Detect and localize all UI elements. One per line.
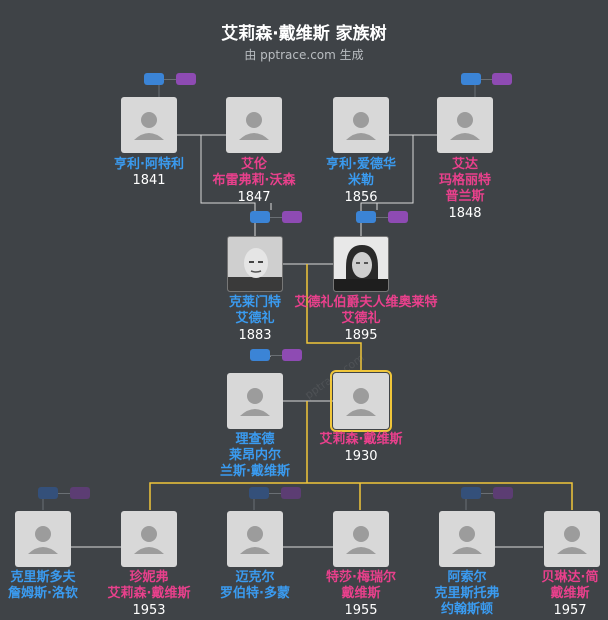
person-name: 玛格丽特 [438,173,491,188]
parents-link-pill[interactable] [282,349,302,361]
person-placeholder-icon [544,511,600,567]
parents-link-pill[interactable] [281,487,301,499]
person-name: 戴维斯 [550,586,590,601]
birth-year: 1848 [448,206,482,221]
parents-link-pill[interactable] [38,487,58,499]
person-name: 艾德礼 [235,311,275,326]
birth-year: 1895 [344,328,378,343]
person-placeholder-icon [439,511,495,567]
person-name: 艾伦 [240,157,267,172]
person-photo [333,236,389,292]
person-name: 迈克尔 [235,570,275,585]
person-name: 亨利·阿特利 [114,157,184,172]
parents-link-pill[interactable] [493,487,513,499]
parents-link-pill[interactable] [250,349,270,361]
birth-year: 1955 [344,603,378,618]
person-name: 贝琳达·简 [541,570,599,585]
birth-year: 1841 [132,173,166,188]
person-name: 布雷弗莉·沃森 [212,173,296,188]
parents-link-pill[interactable] [176,73,196,85]
parents-link-pill[interactable] [144,73,164,85]
birth-year: 1957 [553,603,587,618]
person-name: 罗伯特·多蒙 [220,586,290,601]
person-name: 珍妮弗 [129,570,169,585]
person-name: 约翰斯顿 [440,602,493,617]
parents-link-pill[interactable] [492,73,512,85]
parents-link-pill[interactable] [282,211,302,223]
birth-year: 1883 [238,328,272,343]
parents-link-pill[interactable] [461,487,481,499]
person-placeholder-icon [227,511,283,567]
person-placeholder-icon [437,97,493,153]
person-placeholder-icon [227,373,283,429]
birth-year: 1847 [237,190,271,205]
parents-link-pill[interactable] [70,487,90,499]
person-placeholder-icon [333,511,389,567]
person-name: 詹姆斯·洛钦 [8,586,78,601]
person-name: 兰斯·戴维斯 [220,464,290,479]
parents-link-pill[interactable] [461,73,481,85]
person-placeholder-icon [330,370,392,432]
person-name: 米勒 [347,173,374,188]
person-name: 艾莉森·戴维斯 [319,432,403,447]
person-name: 特莎·梅瑞尔 [326,570,396,585]
person-placeholder-icon [15,511,71,567]
person-photo [227,236,283,292]
birth-year: 1953 [132,603,166,618]
birth-year: 1856 [344,190,378,205]
person-name: 亨利·爱德华 [326,157,396,172]
person-name: 艾德礼伯爵夫人维奥莱特 [294,295,438,310]
person-name: 克里斯托弗 [434,586,500,601]
person-name: 艾达 [451,157,478,172]
person-name: 艾德礼 [341,311,381,326]
person-name: 克莱门特 [228,295,281,310]
person-placeholder-icon [121,97,177,153]
parents-link-pill[interactable] [388,211,408,223]
parents-link-pill[interactable] [249,487,269,499]
person-name: 艾莉森·戴维斯 [107,586,191,601]
person-name: 莱昂内尔 [228,448,281,463]
birth-year: 1930 [344,449,378,464]
person-placeholder-icon [226,97,282,153]
parents-link-pill[interactable] [250,211,270,223]
person-name: 理查德 [235,432,275,447]
page-title: 艾莉森·戴维斯 家族树 [221,24,387,44]
person-name: 普兰斯 [445,189,485,204]
person-name: 戴维斯 [341,586,381,601]
person-name: 克里斯多夫 [10,570,76,585]
person-placeholder-icon [333,97,389,153]
person-name: 阿索尔 [447,570,487,585]
page-subtitle: 由 pptrace.com 生成 [244,48,364,62]
parents-link-pill[interactable] [356,211,376,223]
person-placeholder-icon [121,511,177,567]
